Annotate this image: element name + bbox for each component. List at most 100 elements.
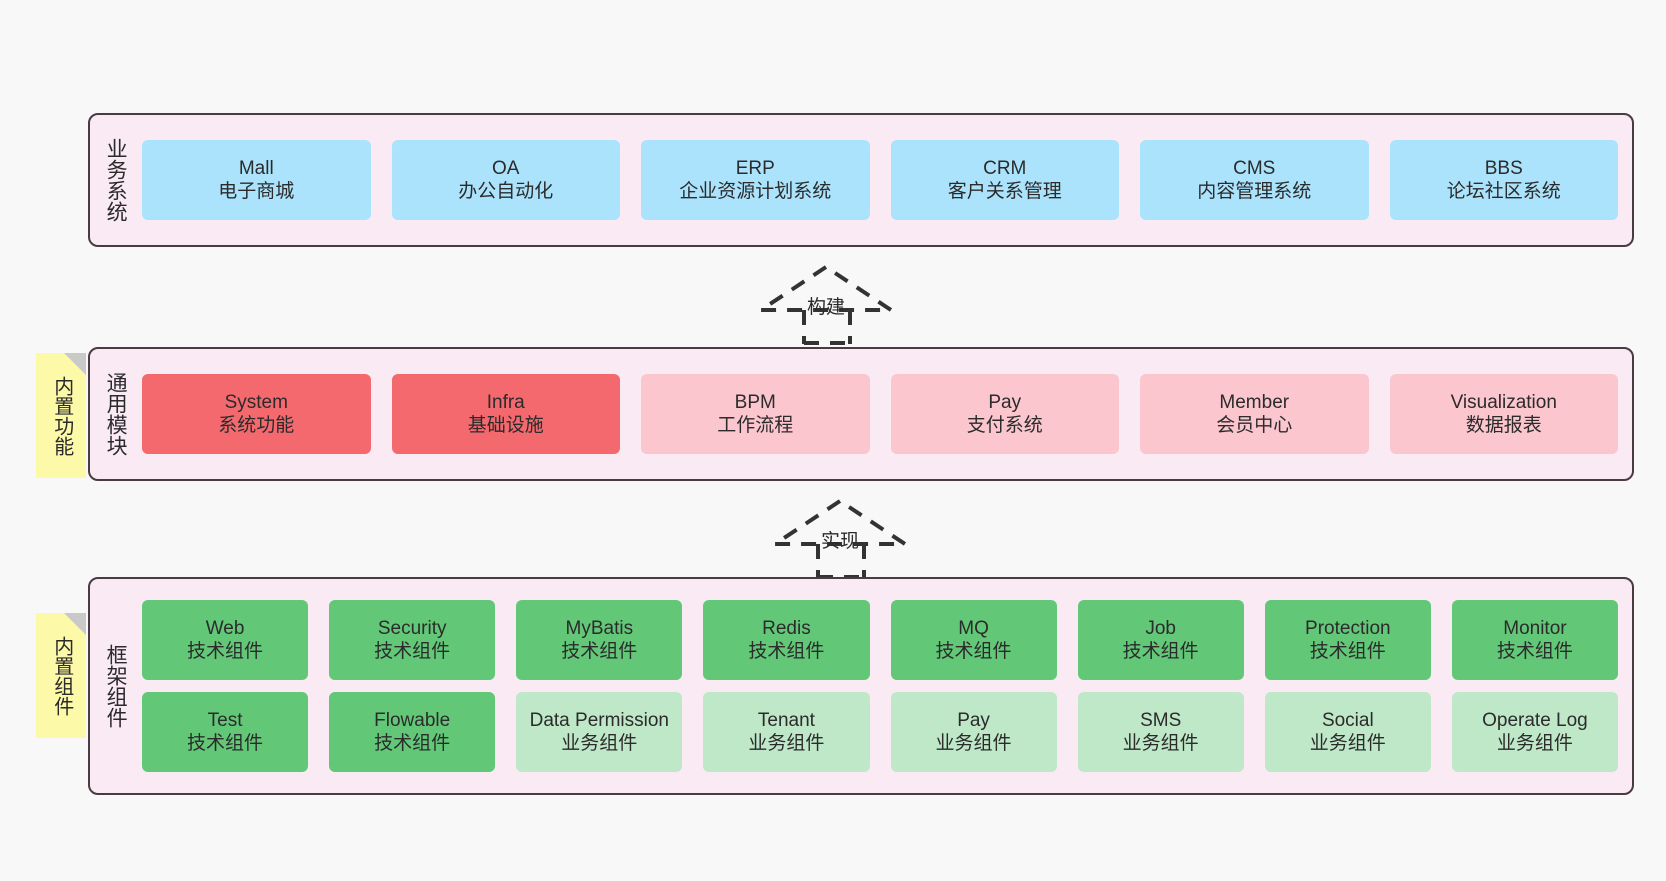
card-title: Social [1321, 709, 1374, 731]
note-fold-corner-icon [64, 613, 86, 635]
card-mybatis[interactable]: MyBatis 技术组件 [516, 600, 683, 680]
card-subtitle: 技术组件 [1122, 641, 1199, 662]
card-job[interactable]: Job 技术组件 [1077, 600, 1244, 680]
card-title: Pay [988, 391, 1022, 413]
card-subtitle: 企业资源计划系统 [679, 181, 832, 202]
card-security[interactable]: Security 技术组件 [329, 600, 496, 680]
card-subtitle: 技术组件 [374, 733, 451, 754]
card-title: MyBatis [565, 617, 634, 639]
card-title: Visualization [1450, 391, 1557, 413]
card-subtitle: 办公自动化 [458, 181, 554, 202]
card-title: Job [1145, 617, 1176, 639]
card-row: Mall 电子商城 OA 办公自动化 ERP 企业资源计划系统 CRM 客户关系… [142, 140, 1618, 220]
card-web[interactable]: Web 技术组件 [142, 600, 309, 680]
card-title: SMS [1140, 709, 1182, 731]
note-text: 内置功能 [50, 375, 73, 456]
layer-framework-components: 框架组件 Web 技术组件 Security 技术组件 MyBatis 技术组件… [88, 577, 1634, 795]
note-builtin-functions: 内置功能 [36, 353, 86, 478]
card-mq[interactable]: MQ 技术组件 [890, 600, 1057, 680]
card-title: Monitor [1503, 617, 1567, 639]
card-protection[interactable]: Protection 技术组件 [1264, 600, 1431, 680]
card-title: CRM [983, 157, 1027, 179]
card-tenant[interactable]: Tenant 业务组件 [703, 692, 870, 772]
card-pay[interactable]: Pay 支付系统 [890, 374, 1119, 454]
note-builtin-components: 内置组件 [36, 613, 86, 738]
card-subtitle: 业务组件 [748, 733, 825, 754]
card-title: MQ [958, 617, 989, 639]
card-redis[interactable]: Redis 技术组件 [703, 600, 870, 680]
card-subtitle: 技术组件 [374, 641, 451, 662]
connector-implement-label: 实现 [821, 531, 860, 552]
card-social[interactable]: Social 业务组件 [1264, 692, 1431, 772]
layer-body-framework-components: Web 技术组件 Security 技术组件 MyBatis 技术组件 Redi… [132, 579, 1632, 793]
card-title: Infra [486, 391, 525, 413]
card-subtitle: 业务组件 [1496, 733, 1573, 754]
card-subtitle: 业务组件 [935, 733, 1012, 754]
card-subtitle: 技术组件 [1309, 641, 1386, 662]
card-subtitle: 技术组件 [187, 641, 264, 662]
card-pay-component[interactable]: Pay 业务组件 [890, 692, 1057, 772]
card-subtitle: 业务组件 [1122, 733, 1199, 754]
card-subtitle: 数据报表 [1465, 415, 1542, 436]
card-monitor[interactable]: Monitor 技术组件 [1451, 600, 1618, 680]
card-title: Data Permission [529, 709, 669, 731]
card-subtitle: 会员中心 [1216, 415, 1293, 436]
card-subtitle: 技术组件 [748, 641, 825, 662]
connector-implement: 实现 [768, 498, 912, 579]
card-crm[interactable]: CRM 客户关系管理 [890, 140, 1119, 220]
card-title: Protection [1305, 617, 1391, 639]
card-flowable[interactable]: Flowable 技术组件 [329, 692, 496, 772]
layer-business-systems: 业务系统 Mall 电子商城 OA 办公自动化 ERP 企业资源计划系统 CRM… [88, 113, 1634, 247]
card-erp[interactable]: ERP 企业资源计划系统 [641, 140, 870, 220]
card-test[interactable]: Test 技术组件 [142, 692, 309, 772]
card-bbs[interactable]: BBS 论坛社区系统 [1389, 140, 1618, 220]
card-title: OA [492, 157, 520, 179]
connector-build-label: 构建 [807, 297, 846, 318]
card-subtitle: 系统功能 [218, 415, 295, 436]
card-cms[interactable]: CMS 内容管理系统 [1140, 140, 1369, 220]
card-operate-log[interactable]: Operate Log 业务组件 [1451, 692, 1618, 772]
card-title: BBS [1484, 157, 1523, 179]
realization-arrow-icon [754, 264, 898, 345]
layer-body-business-systems: Mall 电子商城 OA 办公自动化 ERP 企业资源计划系统 CRM 客户关系… [132, 115, 1632, 245]
card-row: Web 技术组件 Security 技术组件 MyBatis 技术组件 Redi… [142, 600, 1618, 680]
card-title: Member [1219, 391, 1290, 413]
card-subtitle: 论坛社区系统 [1446, 181, 1561, 202]
card-visualization[interactable]: Visualization 数据报表 [1389, 374, 1618, 454]
card-row: Test 技术组件 Flowable 技术组件 Data Permission … [142, 692, 1618, 772]
card-oa[interactable]: OA 办公自动化 [391, 140, 620, 220]
card-title: Operate Log [1482, 709, 1588, 731]
layer-body-common-modules: System 系统功能 Infra 基础设施 BPM 工作流程 Pay 支付系统… [132, 349, 1632, 479]
card-subtitle: 工作流程 [717, 415, 794, 436]
card-data-permission[interactable]: Data Permission 业务组件 [516, 692, 683, 772]
card-title: CMS [1233, 157, 1276, 179]
card-subtitle: 支付系统 [966, 415, 1043, 436]
connector-build: 构建 [754, 264, 898, 345]
card-member[interactable]: Member 会员中心 [1140, 374, 1369, 454]
layer-label-common-modules: 通用模块 [104, 372, 128, 456]
card-title: Web [205, 617, 245, 639]
card-subtitle: 业务组件 [1309, 733, 1386, 754]
card-bpm[interactable]: BPM 工作流程 [641, 374, 870, 454]
card-title: Security [377, 617, 447, 639]
note-fold-corner-icon [64, 353, 86, 375]
card-infra[interactable]: Infra 基础设施 [391, 374, 620, 454]
layer-label-framework-components: 框架组件 [104, 644, 128, 728]
card-subtitle: 基础设施 [467, 415, 544, 436]
card-subtitle: 技术组件 [187, 733, 264, 754]
card-subtitle: 技术组件 [561, 641, 638, 662]
card-title: Test [207, 709, 243, 731]
card-subtitle: 电子商城 [218, 181, 295, 202]
card-mall[interactable]: Mall 电子商城 [142, 140, 371, 220]
card-title: Tenant [757, 709, 815, 731]
card-title: Pay [957, 709, 990, 731]
card-subtitle: 技术组件 [1496, 641, 1573, 662]
card-title: BPM [734, 391, 776, 413]
card-title: System [224, 391, 288, 413]
card-sms[interactable]: SMS 业务组件 [1077, 692, 1244, 772]
card-subtitle: 技术组件 [935, 641, 1012, 662]
card-system[interactable]: System 系统功能 [142, 374, 371, 454]
card-title: Flowable [374, 709, 451, 731]
card-subtitle: 客户关系管理 [947, 181, 1062, 202]
